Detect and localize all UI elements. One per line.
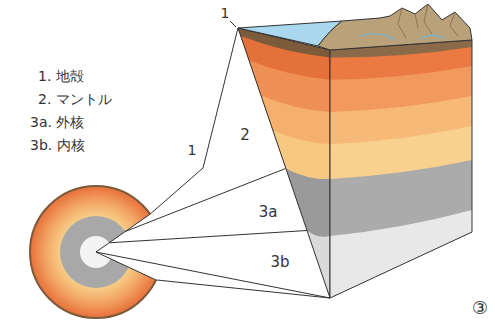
callout-number: 3b xyxy=(270,253,289,271)
leader-line xyxy=(230,21,236,27)
layer-name: 2. マントル xyxy=(38,91,112,108)
block-right-face xyxy=(330,40,472,298)
layer-name: 3b. 内核 xyxy=(30,137,85,154)
layer-name: 3a. 外核 xyxy=(30,114,84,131)
callout-number: 3a xyxy=(259,203,278,221)
block-top-surface xyxy=(238,4,472,50)
callout-number: 1 xyxy=(221,5,230,22)
block-left-face xyxy=(238,28,330,298)
callout-number: 2 xyxy=(240,126,250,144)
layer-name: 1. 地殻 xyxy=(38,68,84,85)
callout-number: 1 xyxy=(188,142,197,159)
figure-number: ③ xyxy=(472,297,488,319)
projection-lines xyxy=(96,28,330,298)
globe-section xyxy=(30,186,200,318)
